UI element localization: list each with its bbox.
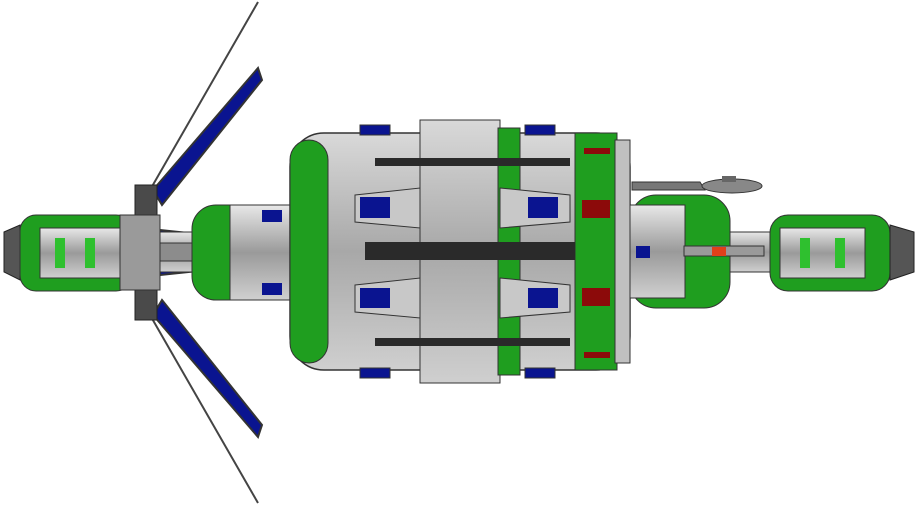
forward-collar xyxy=(191,204,291,301)
docked-shuttle xyxy=(631,176,763,194)
aft-collar xyxy=(629,194,765,309)
antenna-struts xyxy=(149,1,259,504)
main-drum xyxy=(289,119,631,384)
right-engine-pod xyxy=(769,214,915,292)
left-engine-pod xyxy=(3,214,133,292)
left-hub xyxy=(119,184,161,321)
